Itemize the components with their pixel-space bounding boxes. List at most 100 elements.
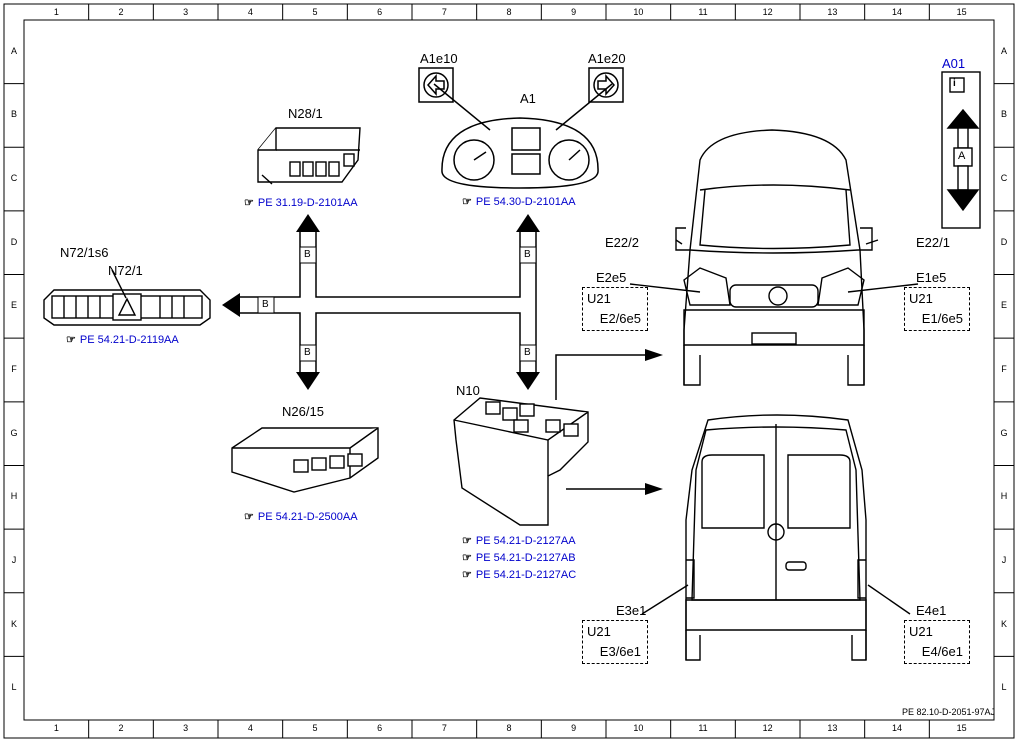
module-n10 bbox=[453, 397, 589, 526]
label-n28-1: N28/1 bbox=[288, 106, 323, 121]
column-tick-bottom: 14 bbox=[891, 723, 902, 733]
document-id: PE 82.10-D-2051-97AJ bbox=[902, 707, 996, 717]
label-a1: A1 bbox=[520, 91, 536, 106]
column-tick-top: 1 bbox=[53, 7, 59, 17]
column-tick-top: 9 bbox=[571, 7, 577, 17]
row-tick-right: A bbox=[1000, 45, 1007, 56]
column-tick-top: 6 bbox=[377, 7, 383, 17]
label-n72-1s6: N72/1s6 bbox=[60, 245, 109, 260]
ref-n10-2[interactable]: ☞PE 54.21-D-2127AB bbox=[462, 552, 576, 564]
pointing-hand-icon: ☞ bbox=[244, 197, 254, 209]
column-tick-top: 5 bbox=[312, 7, 318, 17]
relay-box-front-left: U21 E2/6e5 bbox=[582, 287, 648, 331]
row-tick-left: A bbox=[10, 45, 17, 56]
ref-n10-1[interactable]: ☞PE 54.21-D-2127AA bbox=[462, 535, 576, 547]
row-tick-left: E bbox=[10, 300, 17, 311]
pointing-hand-icon: ☞ bbox=[244, 511, 254, 523]
pointing-hand-icon: ☞ bbox=[462, 535, 472, 547]
info-icon[interactable]: i bbox=[953, 78, 956, 89]
column-tick-top: 10 bbox=[633, 7, 644, 17]
relay-box-rear-right: U21 E4/6e1 bbox=[904, 620, 970, 664]
row-tick-left: G bbox=[10, 427, 18, 438]
column-tick-top: 3 bbox=[183, 7, 189, 17]
row-tick-right: E bbox=[1000, 300, 1007, 311]
label-a1e20: A1e20 bbox=[588, 51, 626, 66]
column-tick-top: 7 bbox=[441, 7, 447, 17]
pointing-hand-icon: ☞ bbox=[462, 196, 472, 208]
label-a1e10: A1e10 bbox=[420, 51, 458, 66]
bus-b-boxes bbox=[257, 246, 537, 362]
column-tick-top: 8 bbox=[506, 7, 512, 17]
pointing-hand-icon: ☞ bbox=[66, 334, 76, 346]
ref-a1[interactable]: ☞PE 54.30-D-2101AA bbox=[462, 196, 576, 208]
column-tick-bottom: 9 bbox=[571, 723, 577, 733]
column-tick-top: 12 bbox=[762, 7, 773, 17]
column-tick-bottom: 10 bbox=[633, 723, 644, 733]
column-tick-top: 4 bbox=[247, 7, 253, 17]
label-n72-1: N72/1 bbox=[108, 263, 143, 278]
row-tick-right: C bbox=[1000, 173, 1008, 184]
bus-arrowheads bbox=[222, 214, 540, 390]
label-e3e1: E3e1 bbox=[616, 603, 647, 618]
outer-frame bbox=[3, 3, 1015, 739]
pointing-hand-icon: ☞ bbox=[462, 552, 472, 564]
row-tick-left: J bbox=[11, 554, 17, 565]
ref-n72-1[interactable]: ☞PE 54.21-D-2119AA bbox=[66, 334, 179, 346]
bus-label: B bbox=[524, 347, 531, 358]
bus-label: B bbox=[262, 299, 269, 310]
nav-label-a01[interactable]: A01 bbox=[942, 56, 966, 71]
row-tick-left: L bbox=[11, 682, 17, 693]
bus-label: B bbox=[524, 249, 531, 260]
column-tick-bottom: 7 bbox=[441, 723, 447, 733]
bus-label: B bbox=[304, 347, 311, 358]
n10-arrowheads bbox=[645, 349, 663, 495]
column-tick-bottom: 11 bbox=[698, 723, 708, 733]
relay-box-rear-left: U21 E3/6e1 bbox=[582, 620, 648, 664]
column-tick-top: 15 bbox=[956, 7, 967, 17]
row-tick-right: D bbox=[1000, 236, 1008, 247]
column-tick-bottom: 13 bbox=[827, 723, 838, 733]
label-e2e5: E2e5 bbox=[596, 270, 627, 285]
instrument-cluster-a1 bbox=[433, 83, 613, 189]
navigation-widget bbox=[941, 71, 981, 229]
row-tick-left: F bbox=[11, 364, 17, 374]
bus-label: B bbox=[304, 249, 311, 260]
can-bus-lines bbox=[240, 232, 537, 372]
label-n26-15: N26/15 bbox=[282, 404, 324, 419]
relay-box-front-right: U21 E1/6e5 bbox=[904, 287, 970, 331]
column-tick-bottom: 5 bbox=[312, 723, 318, 733]
row-tick-right: H bbox=[1000, 491, 1008, 502]
ref-n10-3[interactable]: ☞PE 54.21-D-2127AC bbox=[462, 569, 577, 581]
row-tick-left: C bbox=[10, 173, 18, 184]
row-tick-right: K bbox=[1000, 618, 1007, 629]
column-tick-bottom: 2 bbox=[118, 723, 124, 733]
column-tick-top: 11 bbox=[698, 7, 708, 17]
row-tick-right: G bbox=[1000, 427, 1008, 438]
row-tick-left: K bbox=[10, 618, 17, 629]
row-tick-right: F bbox=[1001, 364, 1007, 374]
label-e4e1: E4e1 bbox=[916, 603, 947, 618]
label-n10: N10 bbox=[456, 383, 480, 398]
column-tick-bottom: 4 bbox=[247, 723, 253, 733]
row-tick-left: D bbox=[10, 236, 18, 247]
row-tick-right: B bbox=[1000, 109, 1007, 120]
label-e22-1: E22/1 bbox=[916, 235, 950, 250]
column-tick-bottom: 12 bbox=[762, 723, 773, 733]
row-tick-right: J bbox=[1001, 554, 1007, 565]
column-tick-top: 2 bbox=[118, 7, 124, 17]
ref-n26-15[interactable]: ☞PE 54.21-D-2500AA bbox=[244, 511, 358, 523]
nav-marker[interactable]: A bbox=[958, 150, 966, 162]
column-tick-bottom: 3 bbox=[183, 723, 189, 733]
switch-panel-n72-1 bbox=[43, 269, 211, 326]
module-n26-15 bbox=[231, 427, 379, 493]
column-tick-bottom: 8 bbox=[506, 723, 512, 733]
row-tick-right: L bbox=[1001, 682, 1007, 693]
row-tick-left: H bbox=[10, 491, 18, 502]
n10-output-arrows bbox=[555, 354, 645, 490]
pointing-hand-icon: ☞ bbox=[462, 569, 472, 581]
ref-n28-1[interactable]: ☞PE 31.19-D-2101AA bbox=[244, 197, 358, 209]
column-tick-top: 13 bbox=[827, 7, 838, 17]
inner-frame bbox=[23, 19, 995, 721]
column-tick-bottom: 15 bbox=[956, 723, 967, 733]
vehicle-rear-view bbox=[641, 414, 911, 661]
